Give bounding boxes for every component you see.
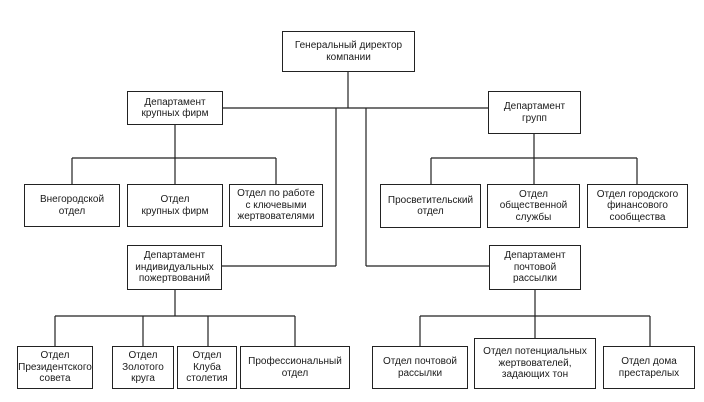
public-service-dept-box: Отдел общественной службы	[487, 184, 580, 228]
mailing-dept-box: Отдел почтовой рассылки	[372, 346, 468, 389]
golden-circle-dept-box: Отдел Золотого круга	[112, 346, 174, 389]
potential-donors-dept-box: Отдел потенциальных жертвователей, задаю…	[474, 338, 596, 389]
century-club-dept-box: Отдел Клуба столетия	[177, 346, 237, 389]
dept-groups-box: Департамент групп	[488, 91, 581, 134]
dept-mailing-box: Департамент почтовой рассылки	[489, 245, 581, 290]
ceo-box: Генеральный директор компании	[282, 31, 415, 72]
presidential-council-dept-box: Отдел Президентского совета	[17, 346, 93, 389]
key-donors-dept-box: Отдел по работе с ключевыми жертвователя…	[229, 184, 323, 227]
nursing-homes-dept-box: Отдел дома престарелых	[603, 346, 695, 389]
out-of-town-dept-box: Внегородской отдел	[24, 184, 120, 227]
education-dept-box: Просветительский отдел	[380, 184, 481, 228]
dept-individual-donations-box: Департамент индивидуальных пожертвований	[127, 245, 222, 290]
large-firms-dept-box: Отдел крупных фирм	[127, 184, 223, 227]
city-finance-dept-box: Отдел городского финансового сообщества	[587, 184, 688, 228]
professional-dept-box: Профессиональный отдел	[240, 346, 350, 389]
dept-large-firms-box: Департамент крупных фирм	[127, 91, 223, 125]
